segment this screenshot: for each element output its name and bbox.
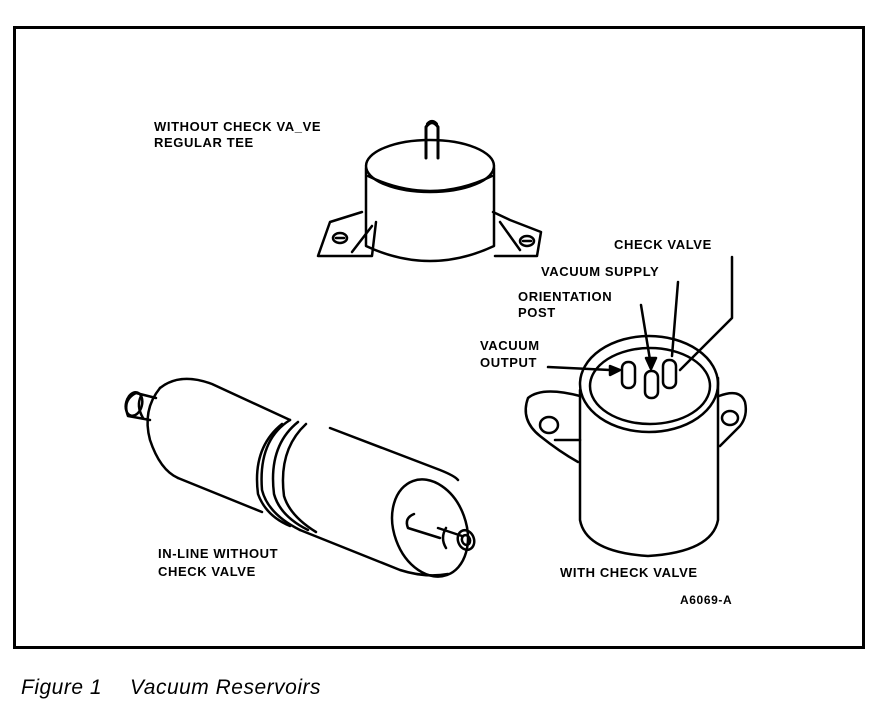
leader-vacuum-output [546, 365, 612, 372]
label-inline-line2: CHECK VALVE [158, 564, 256, 579]
label-orientation-line1: ORIENTATION [518, 289, 613, 304]
label-vacuum-output-line1: VACUUM [480, 338, 540, 353]
regular-tee-reservoir [316, 120, 543, 263]
leader-vacuum-supply [670, 280, 680, 358]
inline-band [260, 418, 302, 532]
cv-mount-hole-left [538, 415, 560, 435]
label-tee-line2: REGULAR TEE [154, 135, 254, 150]
figure-frame [13, 26, 865, 649]
inline-end-cap [390, 478, 470, 578]
figure-caption: Figure 1 Vacuum Reservoirs [21, 676, 321, 700]
tee-body [364, 166, 496, 263]
tee-flange-right [491, 210, 543, 258]
label-orientation-line2: POST [518, 305, 556, 320]
orientation-post [643, 369, 660, 400]
label-vacuum-output-line2: OUTPUT [480, 355, 538, 370]
inline-fitting-right [405, 512, 442, 540]
cv-mount-hole-right [720, 409, 740, 427]
figure-number: Figure 1 [21, 676, 103, 699]
label-tee-line1: WITHOUT CHECK VA_VE [154, 119, 322, 134]
cv-body [578, 376, 720, 558]
label-vacuum-supply: VACUUM SUPPLY [541, 264, 660, 279]
inline-reservoir [124, 377, 476, 578]
vacuum-supply-port [661, 358, 678, 390]
figure-title: Vacuum Reservoirs [130, 676, 321, 699]
leader-check-valve [678, 255, 734, 372]
tee-mount-hole-right [518, 234, 536, 248]
vacuum-output-port [620, 360, 637, 390]
check-valve-reservoir [524, 255, 748, 558]
tee-mount-hole-left [331, 231, 349, 245]
leader-orientation-post [639, 303, 653, 368]
label-check-valve: CHECK VALVE [614, 237, 712, 252]
label-inline-line1: IN-LINE WITHOUT [158, 546, 279, 561]
cv-top [578, 334, 720, 434]
label-with-check-valve: WITH CHECK VALVE [560, 565, 698, 580]
tee-flange-left [316, 210, 378, 258]
figure-code: A6069-A [680, 593, 733, 607]
cv-flange-left [524, 390, 582, 464]
